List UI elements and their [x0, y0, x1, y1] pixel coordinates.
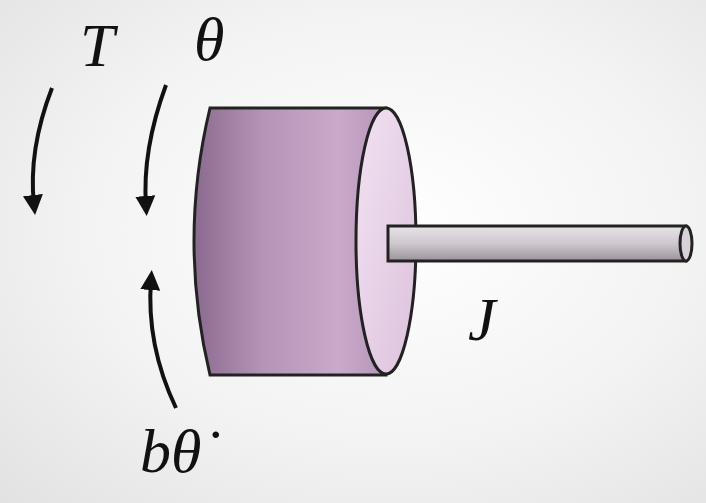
torque-arrow — [33, 88, 52, 205]
torque-label: T — [80, 14, 114, 76]
shaft-end — [680, 226, 692, 261]
shaft — [388, 226, 686, 261]
angle-arrow — [145, 85, 166, 206]
damping-label: bθ̇ — [140, 420, 201, 482]
damping-arrow — [150, 280, 176, 408]
angle-label: θ — [194, 8, 224, 70]
inertia-label: J — [468, 288, 496, 350]
